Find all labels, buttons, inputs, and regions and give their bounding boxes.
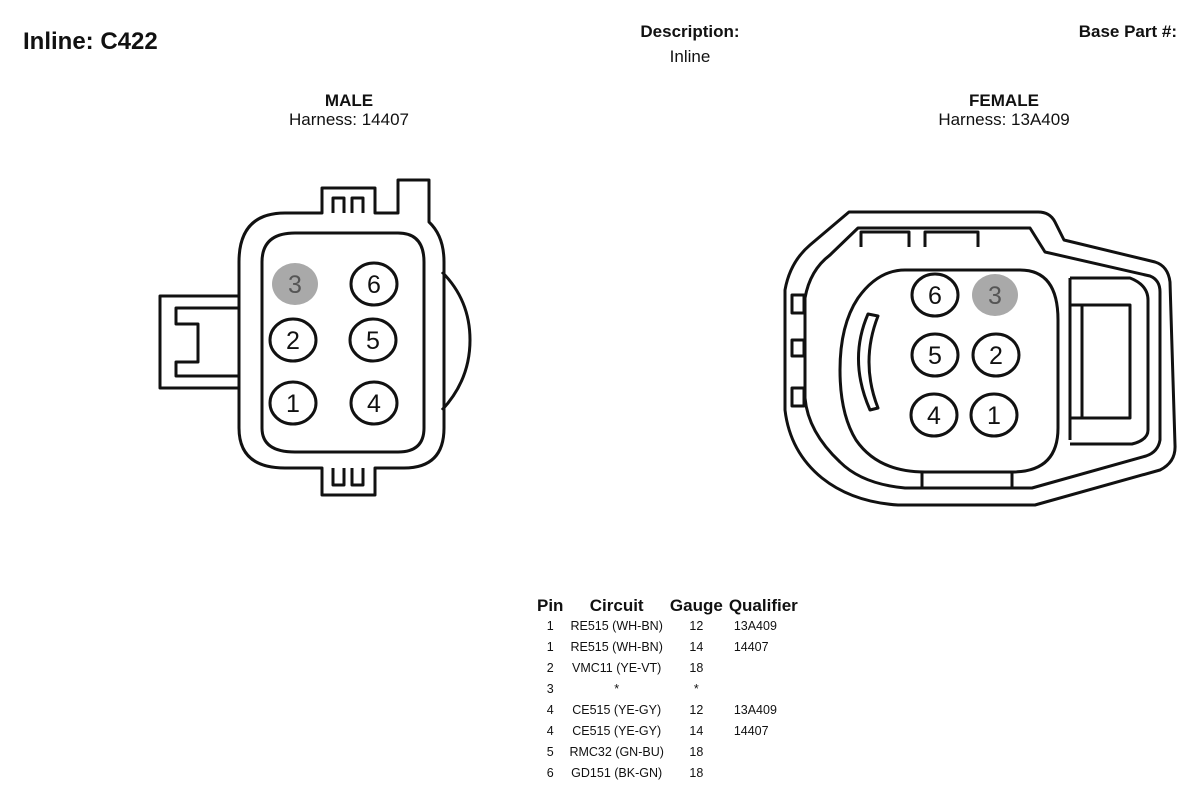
qualifier-cell: 14407 (733, 724, 769, 738)
qualifier-cell (726, 679, 801, 700)
qualifier-cell (726, 742, 801, 763)
description-value: Inline (669, 47, 711, 66)
circuit-cell: RMC32 (GN-BU) (569, 745, 664, 759)
table-row: 4 CE515 (YE-GY) 12 13A409 (534, 700, 801, 721)
circuit-column-header: Circuit (589, 596, 644, 615)
male-pin-6: 6 (349, 261, 399, 307)
male-header: MALE Harness: 14407 (219, 91, 479, 129)
pin-number-label: 4 (367, 390, 381, 418)
table-row: 2 VMC11 (YE-VT) 18 (534, 658, 801, 679)
table-row: 1 RE515 (WH-BN) 14 14407 (534, 637, 801, 658)
pin-circle (909, 392, 959, 438)
circuit-cell: * (614, 682, 620, 696)
description-label: Description: (640, 22, 740, 41)
pin-circle (349, 380, 399, 426)
pin-number-label: 4 (927, 402, 941, 430)
connector-title: Inline: C422 (23, 28, 158, 55)
male-pin-1: 1 (268, 380, 318, 426)
gauge-cell: 14 (689, 640, 704, 654)
table-row: 5 RMC32 (GN-BU) 18 (534, 742, 801, 763)
pin-cell: 2 (546, 661, 554, 675)
male-connector-outline (158, 178, 472, 497)
pin-number-label: 2 (286, 327, 300, 355)
pin-circle (268, 380, 318, 426)
pin-cell: 4 (546, 724, 554, 738)
pin-circle (910, 332, 960, 378)
table-row: 3 * * (534, 679, 801, 700)
pin-cell: 4 (546, 703, 554, 717)
table-row: 4 CE515 (YE-GY) 14 14407 (534, 721, 801, 742)
pin-circle (972, 274, 1018, 316)
pin-number-label: 2 (989, 342, 1003, 370)
circuit-cell: CE515 (YE-GY) (572, 724, 662, 738)
pin-circle (910, 272, 960, 318)
pin-cell: 1 (546, 619, 554, 633)
female-connector-outline (783, 210, 1177, 507)
gauge-cell: 14 (689, 724, 704, 738)
pin-cell: 3 (546, 682, 554, 696)
female-pin-4: 4 (909, 392, 959, 438)
pin-number-label: 5 (928, 342, 942, 370)
female-pin-2: 2 (971, 332, 1021, 378)
pin-circle (969, 392, 1019, 438)
base-part-label: Base Part #: (1078, 22, 1177, 41)
female-pin-grid: 6 3 5 2 4 1 (909, 272, 1021, 438)
circuit-cell: RE515 (WH-BN) (570, 640, 663, 654)
gauge-cell: 12 (689, 619, 704, 633)
gauge-column-header: Gauge (669, 596, 723, 615)
female-gender-label: FEMALE (969, 91, 1039, 110)
female-header: FEMALE Harness: 13A409 (874, 91, 1134, 129)
male-pin-3: 3 (272, 263, 318, 305)
pin-circle (348, 317, 398, 363)
circuit-cell: CE515 (YE-GY) (572, 703, 662, 717)
pin-cell: 6 (546, 766, 554, 780)
pin-number-label: 6 (928, 282, 942, 310)
male-harness-label: Harness: 14407 (288, 110, 410, 129)
male-pin-4: 4 (349, 380, 399, 426)
gauge-cell: 18 (689, 661, 704, 675)
circuit-cell: GD151 (BK-GN) (571, 766, 663, 780)
pin-table-header-row: Pin Circuit Gauge Qualifier (534, 596, 801, 616)
table-row: 1 RE515 (WH-BN) 12 13A409 (534, 616, 801, 637)
pin-number-label: 1 (286, 390, 300, 418)
qualifier-cell: 13A409 (733, 619, 777, 633)
table-row: 6 GD151 (BK-GN) 18 (534, 763, 801, 784)
pin-circle (971, 332, 1021, 378)
male-pin-2: 2 (268, 317, 318, 363)
pin-number-label: 6 (367, 271, 381, 299)
female-pin-1: 1 (969, 392, 1019, 438)
pin-number-label: 3 (288, 271, 302, 299)
pin-number-label: 5 (366, 327, 380, 355)
qualifier-cell: 13A409 (733, 703, 777, 717)
qualifier-cell (726, 763, 801, 784)
pin-number-label: 3 (988, 282, 1002, 310)
qualifier-cell: 14407 (733, 640, 769, 654)
pin-column-header: Pin (537, 596, 564, 615)
pin-circle (268, 317, 318, 363)
pin-number-label: 1 (987, 402, 1001, 430)
gauge-cell: 18 (689, 766, 704, 780)
female-pin-5: 5 (910, 332, 960, 378)
pin-cell: 5 (546, 745, 554, 759)
female-pin-6: 6 (910, 272, 960, 318)
circuit-cell: RE515 (WH-BN) (570, 619, 663, 633)
male-pin-5: 5 (348, 317, 398, 363)
male-pin-grid: 3 6 2 5 1 4 (268, 261, 399, 426)
pin-circle (272, 263, 318, 305)
gauge-cell: * (693, 682, 699, 696)
female-harness-label: Harness: 13A409 (938, 110, 1070, 129)
qualifier-column-header: Qualifier (728, 596, 798, 615)
circuit-cell: VMC11 (YE-VT) (571, 661, 662, 675)
gauge-cell: 12 (689, 703, 704, 717)
qualifier-cell (726, 658, 801, 679)
gauge-cell: 18 (689, 745, 704, 759)
female-pin-3: 3 (972, 274, 1018, 316)
pin-circle (349, 261, 399, 307)
male-gender-label: MALE (324, 91, 374, 110)
pin-cell: 1 (546, 640, 554, 654)
